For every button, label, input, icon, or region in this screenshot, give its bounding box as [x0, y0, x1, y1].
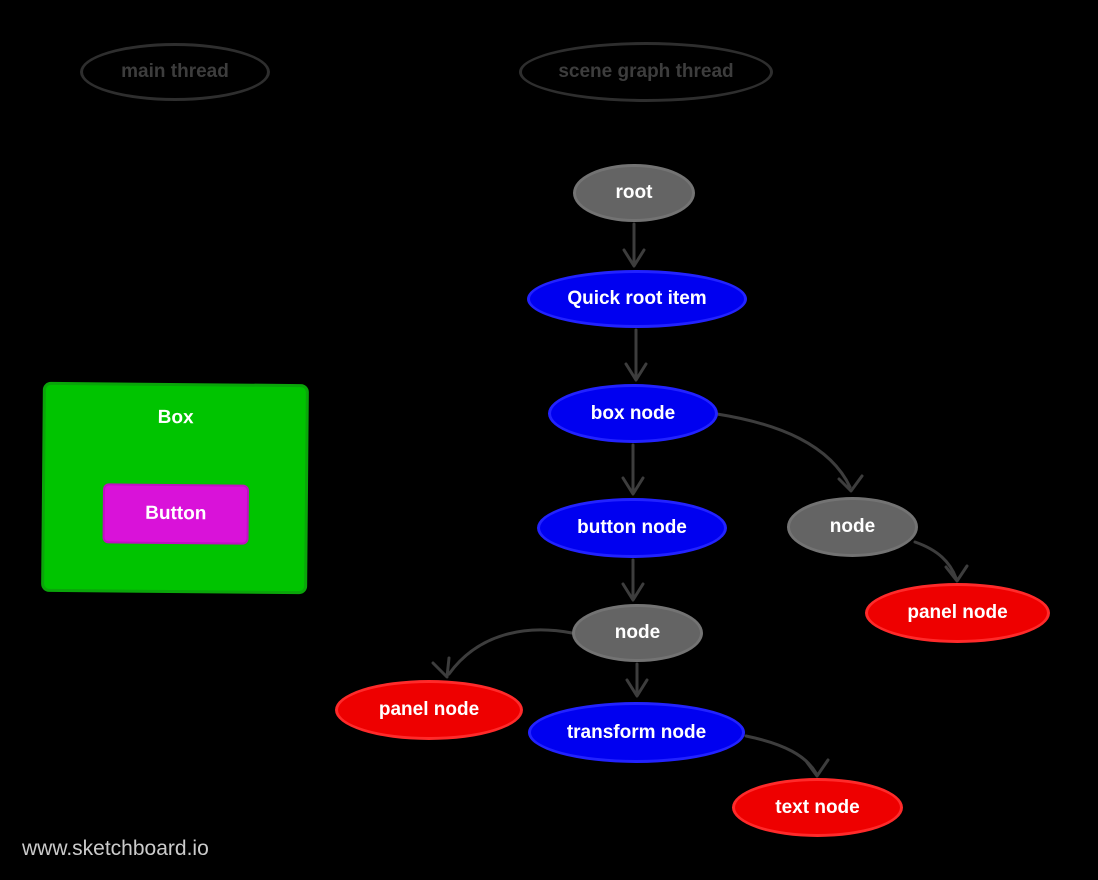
node-root[interactable]: root [573, 164, 695, 222]
node-right[interactable]: node [787, 497, 918, 557]
node-quick-root-item[interactable]: Quick root item [527, 270, 747, 328]
node-text-node[interactable]: text node [732, 778, 903, 837]
node-box-node[interactable]: box node [548, 384, 718, 443]
node-panel-node-left[interactable]: panel node [335, 680, 523, 740]
node-panel-node-right[interactable]: panel node [865, 583, 1050, 643]
edge-node-right-to-panel-node-right[interactable] [913, 540, 969, 583]
edge-root-to-quick-root-item[interactable] [622, 222, 646, 268]
node-transform-node[interactable]: transform node [528, 702, 745, 763]
scene-graph-thread-label: scene graph thread [558, 61, 734, 82]
node-panel-node-right-label: panel node [907, 602, 1008, 623]
node-panel-node-left-label: panel node [378, 699, 480, 720]
node-right-label: node [829, 516, 876, 537]
node-transform-node-label: transform node [566, 721, 707, 743]
node-root-label: root [615, 182, 653, 203]
edge-box-node-to-node-right[interactable] [715, 412, 864, 493]
box-shape[interactable]: Box Button [41, 381, 309, 595]
main-thread-label: main thread [121, 61, 229, 82]
edge-node-mid-to-panel-node-left[interactable] [431, 628, 574, 679]
sketchboard-watermark: www.sketchboard.io [22, 837, 209, 860]
node-box-node-label: box node [590, 402, 676, 424]
edge-box-node-to-button-node[interactable] [621, 443, 645, 496]
node-text-node-label: text node [775, 796, 860, 818]
node-button-node[interactable]: button node [537, 498, 727, 558]
edge-transform-node-to-text-node[interactable] [744, 734, 830, 778]
node-mid[interactable]: node [572, 604, 703, 662]
edge-node-mid-to-transform-node[interactable] [625, 662, 649, 698]
node-quick-root-item-label: Quick root item [567, 288, 707, 309]
node-mid-label: node [614, 622, 661, 643]
main-thread-ellipse[interactable]: main thread [80, 43, 270, 101]
button-shape[interactable]: Button [102, 483, 250, 545]
button-label: Button [145, 502, 207, 525]
edge-button-node-to-node-mid[interactable] [621, 558, 645, 602]
edge-quick-root-item-to-box-node[interactable] [624, 328, 648, 382]
box-label: Box [157, 406, 194, 429]
scene-graph-thread-ellipse[interactable]: scene graph thread [519, 42, 773, 102]
node-button-node-label: button node [577, 517, 687, 538]
